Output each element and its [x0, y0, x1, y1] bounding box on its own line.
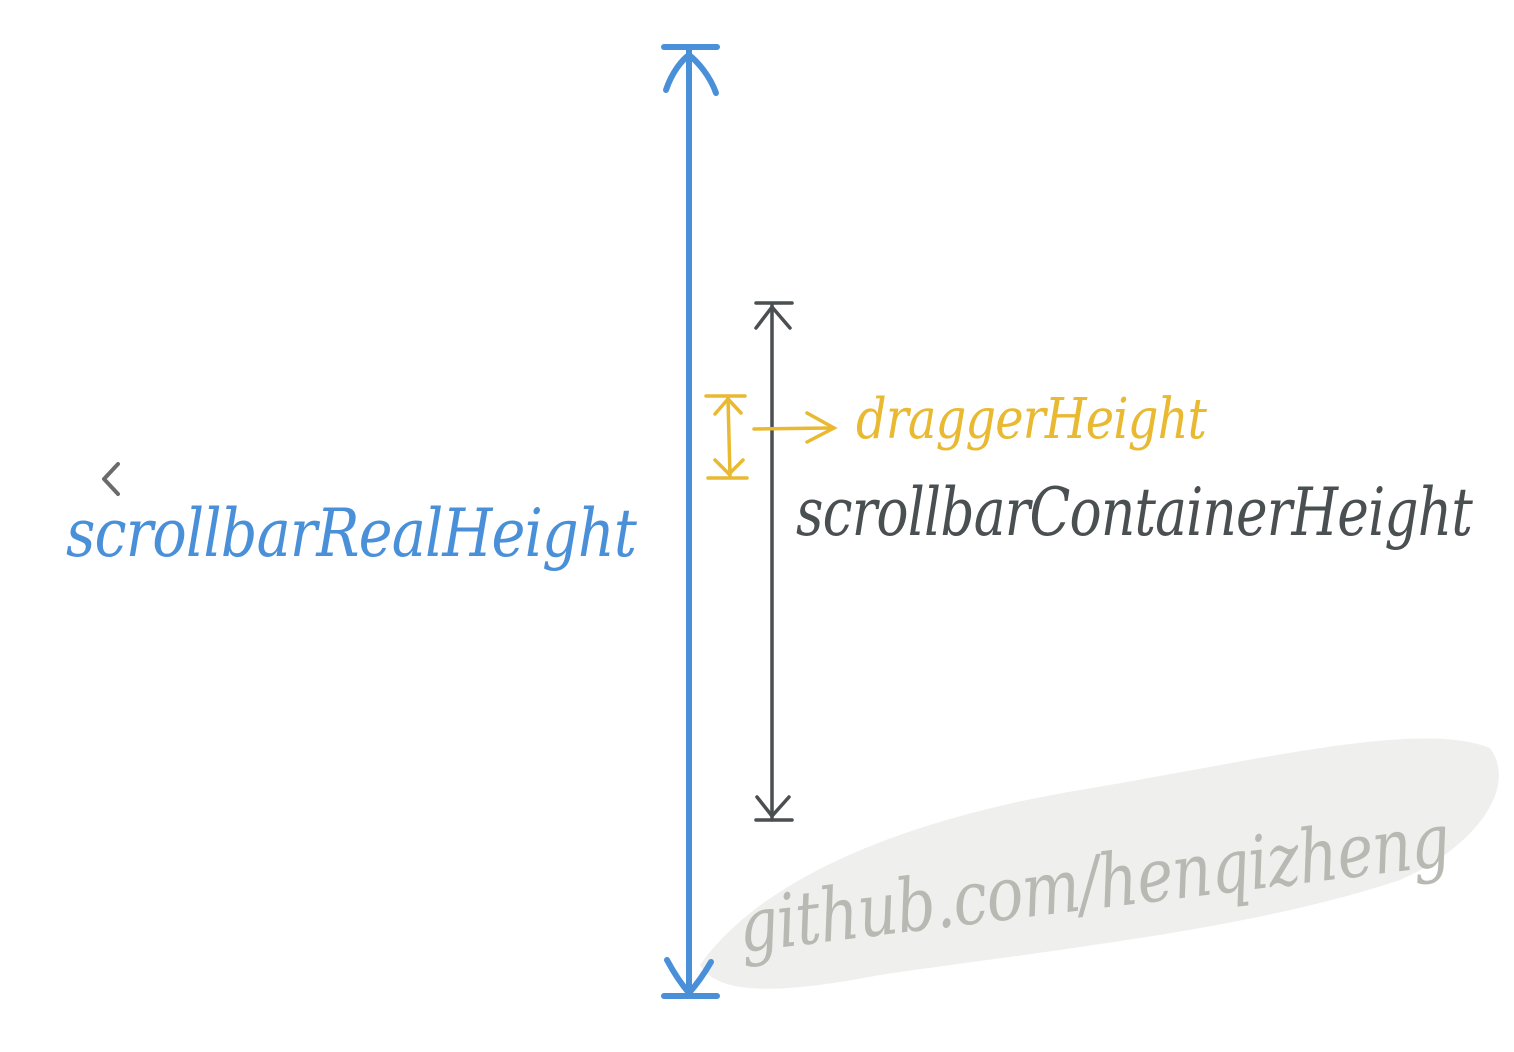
- chevron-left-icon[interactable]: [96, 458, 126, 498]
- watermark-brush: [700, 738, 1499, 989]
- real-height-label: scrollbarRealHeight: [66, 495, 637, 572]
- container-height-arrow: [754, 301, 794, 822]
- dragger-height-arrow: [704, 394, 838, 480]
- real-height-arrow: [661, 44, 720, 999]
- container-height-label: scrollbarContainerHeight: [796, 474, 1473, 551]
- dragger-height-label: draggerHeight: [856, 387, 1207, 452]
